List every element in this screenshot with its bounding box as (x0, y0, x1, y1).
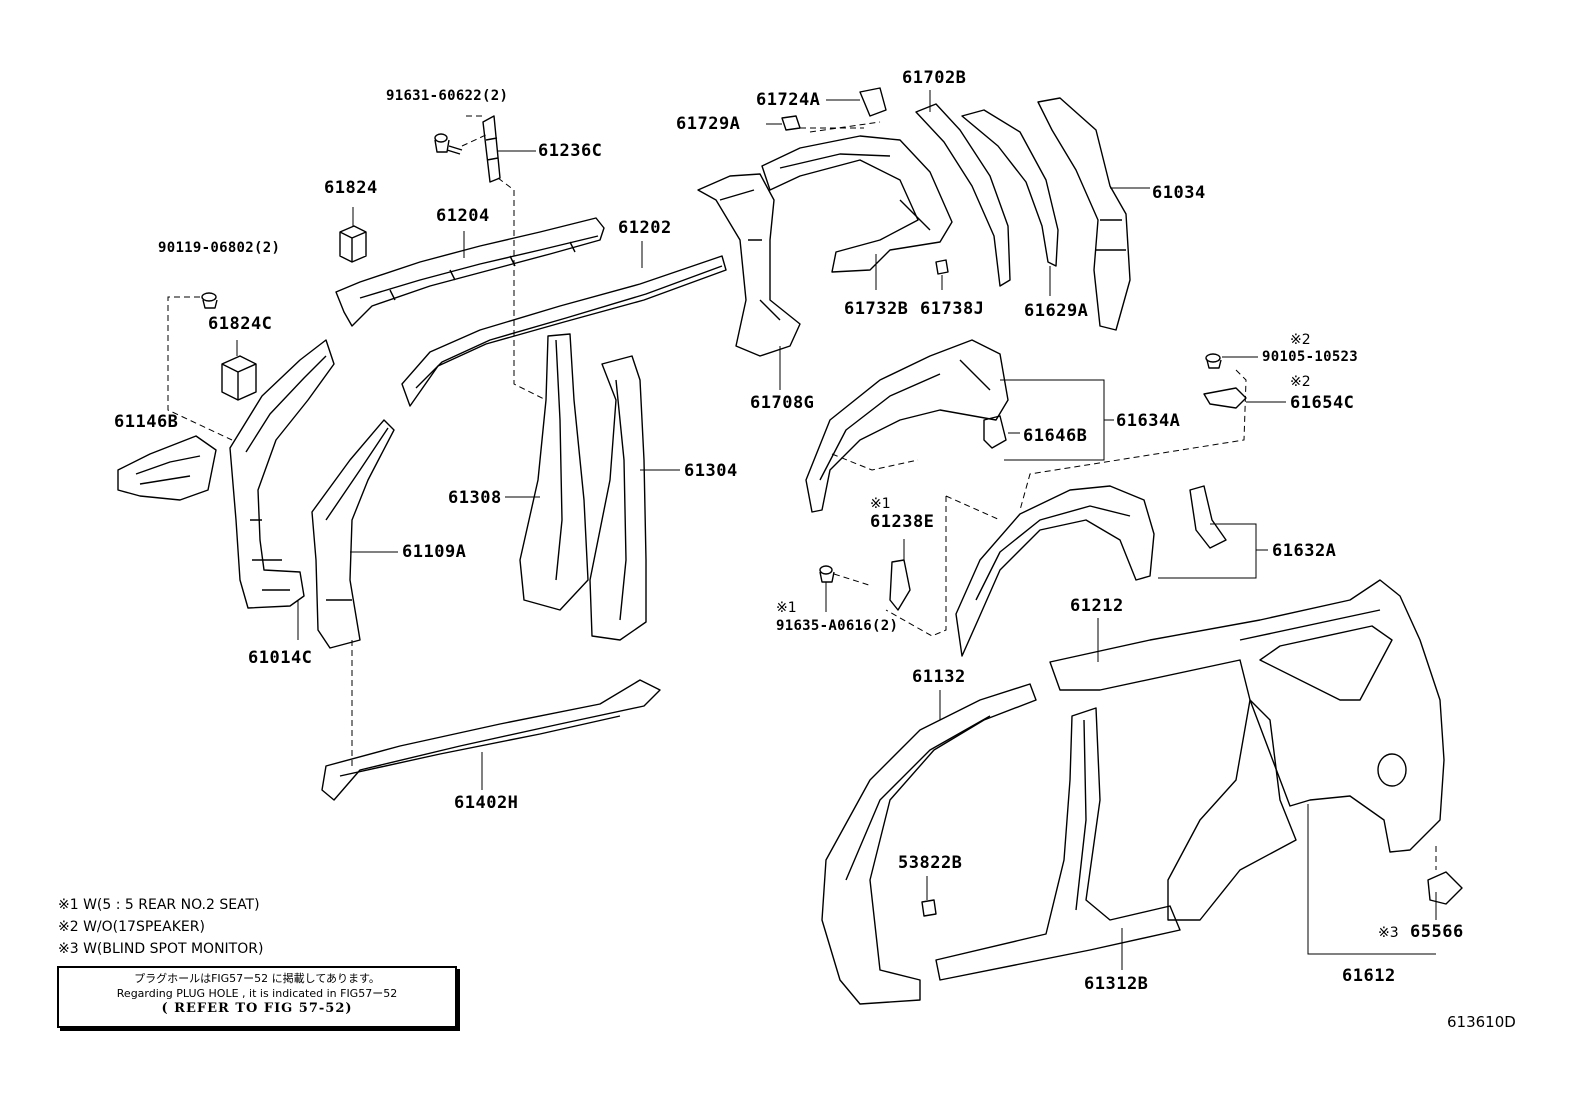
part-61824c-shape (221, 355, 257, 401)
part-label-61629a[interactable]: 61629A (1024, 301, 1089, 321)
diagram-code: 613610D (1447, 1013, 1516, 1031)
bolt-90105-shape (1205, 353, 1222, 369)
part-61109a-shape (311, 419, 395, 649)
part-label-61312b[interactable]: 61312B (1084, 974, 1149, 994)
part-61646b-shape (983, 415, 1007, 449)
part-label-61204[interactable]: 61204 (436, 206, 490, 226)
bolt-91631-shape (434, 133, 463, 155)
part-label-61238e[interactable]: 61238E (870, 512, 935, 532)
part-61724a-shape (859, 87, 887, 117)
part-61708g-shape (697, 173, 801, 357)
part-label-91631-60622[interactable]: 91631-60622(2) (386, 88, 509, 104)
part-label-61729a[interactable]: 61729A (676, 114, 741, 134)
part-label-53822b[interactable]: 53822B (898, 853, 963, 873)
part-61204-shape (335, 217, 605, 327)
part-label-61146b[interactable]: 61146B (114, 412, 179, 432)
part-61654c-shape (1203, 387, 1247, 409)
part-61146b-shape (117, 435, 217, 501)
part-61824-shape (339, 225, 367, 263)
note-line-3: ※3 W(BLIND SPOT MONITOR) (58, 941, 264, 957)
part-label-61708g[interactable]: 61708G (750, 393, 815, 413)
part-label-61824[interactable]: 61824 (324, 178, 378, 198)
part-61312b-shape (935, 707, 1181, 981)
part-61702b-shape (915, 103, 1011, 287)
plug-hole-note-box: プラグホールはFIG57ー52 に掲載してあります。 Regarding PLU… (57, 966, 457, 1028)
part-61632a-shape (955, 485, 1155, 657)
part-label-61304[interactable]: 61304 (684, 461, 738, 481)
part-61304-shape (589, 355, 647, 641)
part-label-61738j[interactable]: 61738J (920, 299, 985, 319)
part-61612-shape (1049, 579, 1445, 853)
part-label-61202[interactable]: 61202 (618, 218, 672, 238)
part-label-61702b[interactable]: 61702B (902, 68, 967, 88)
note-mark-1-b: ※1 (776, 600, 797, 616)
part-label-90119-06802[interactable]: 90119-06802(2) (158, 240, 281, 256)
part-label-61612[interactable]: 61612 (1342, 966, 1396, 986)
part-61308-shape (519, 333, 589, 611)
part-label-61732b[interactable]: 61732B (844, 299, 909, 319)
part-label-61634a[interactable]: 61634A (1116, 411, 1181, 431)
part-61732b-shape (761, 135, 953, 273)
note-mark-1-a: ※1 (870, 496, 891, 512)
part-label-61132[interactable]: 61132 (912, 667, 966, 687)
part-61629a-shape (961, 109, 1059, 267)
part-label-61402h[interactable]: 61402H (454, 793, 519, 813)
part-61202-shape (401, 255, 727, 407)
note-mark-2-a: ※2 (1290, 332, 1311, 348)
part-label-61824c[interactable]: 61824C (208, 314, 273, 334)
part-53822b-shape (921, 899, 937, 917)
part-61729a-shape (781, 115, 801, 131)
note-box-japanese: プラグホールはFIG57ー52 に掲載してあります。 (134, 972, 380, 985)
part-label-90105-10523[interactable]: 90105-10523 (1262, 349, 1359, 365)
part-61014c-shape (229, 339, 335, 609)
bolt-91635-shape (819, 565, 835, 583)
part-label-61212[interactable]: 61212 (1070, 596, 1124, 616)
part-61132-shape (821, 683, 1037, 1005)
part-61738j-shape (935, 259, 949, 275)
part-label-61109a[interactable]: 61109A (402, 542, 467, 562)
part-61402h-shape (321, 679, 661, 801)
note-mark-3: ※3 (1378, 925, 1399, 941)
part-label-91635-a0616[interactable]: 91635-A0616(2) (776, 618, 899, 634)
part-label-61014c[interactable]: 61014C (248, 648, 313, 668)
bolt-90119-shape (201, 292, 218, 309)
note-box-english: Regarding PLUG HOLE , it is indicated in… (116, 987, 398, 1000)
part-61238e-shape (889, 559, 911, 611)
part-label-61632a[interactable]: 61632A (1272, 541, 1337, 561)
part-label-61308[interactable]: 61308 (448, 488, 502, 508)
part-label-65566[interactable]: 65566 (1410, 922, 1464, 942)
part-label-61236c[interactable]: 61236C (538, 141, 603, 161)
part-61236c-shape (482, 115, 501, 183)
part-label-61724a[interactable]: 61724A (756, 90, 821, 110)
note-line-2: ※2 W/O(17SPEAKER) (58, 919, 205, 935)
note-box-reference[interactable]: ( REFER TO FIG 57-52) (161, 1001, 353, 1016)
note-mark-2-b: ※2 (1290, 374, 1311, 390)
part-65566-shape (1427, 871, 1463, 905)
part-label-61034[interactable]: 61034 (1152, 183, 1206, 203)
part-label-61646b[interactable]: 61646B (1023, 426, 1088, 446)
part-61034-shape (1037, 97, 1131, 331)
part-61634a-shape (805, 339, 1009, 513)
part-label-61654c[interactable]: 61654C (1290, 393, 1355, 413)
note-line-1: ※1 W(5 : 5 REAR NO.2 SEAT) (58, 897, 260, 913)
